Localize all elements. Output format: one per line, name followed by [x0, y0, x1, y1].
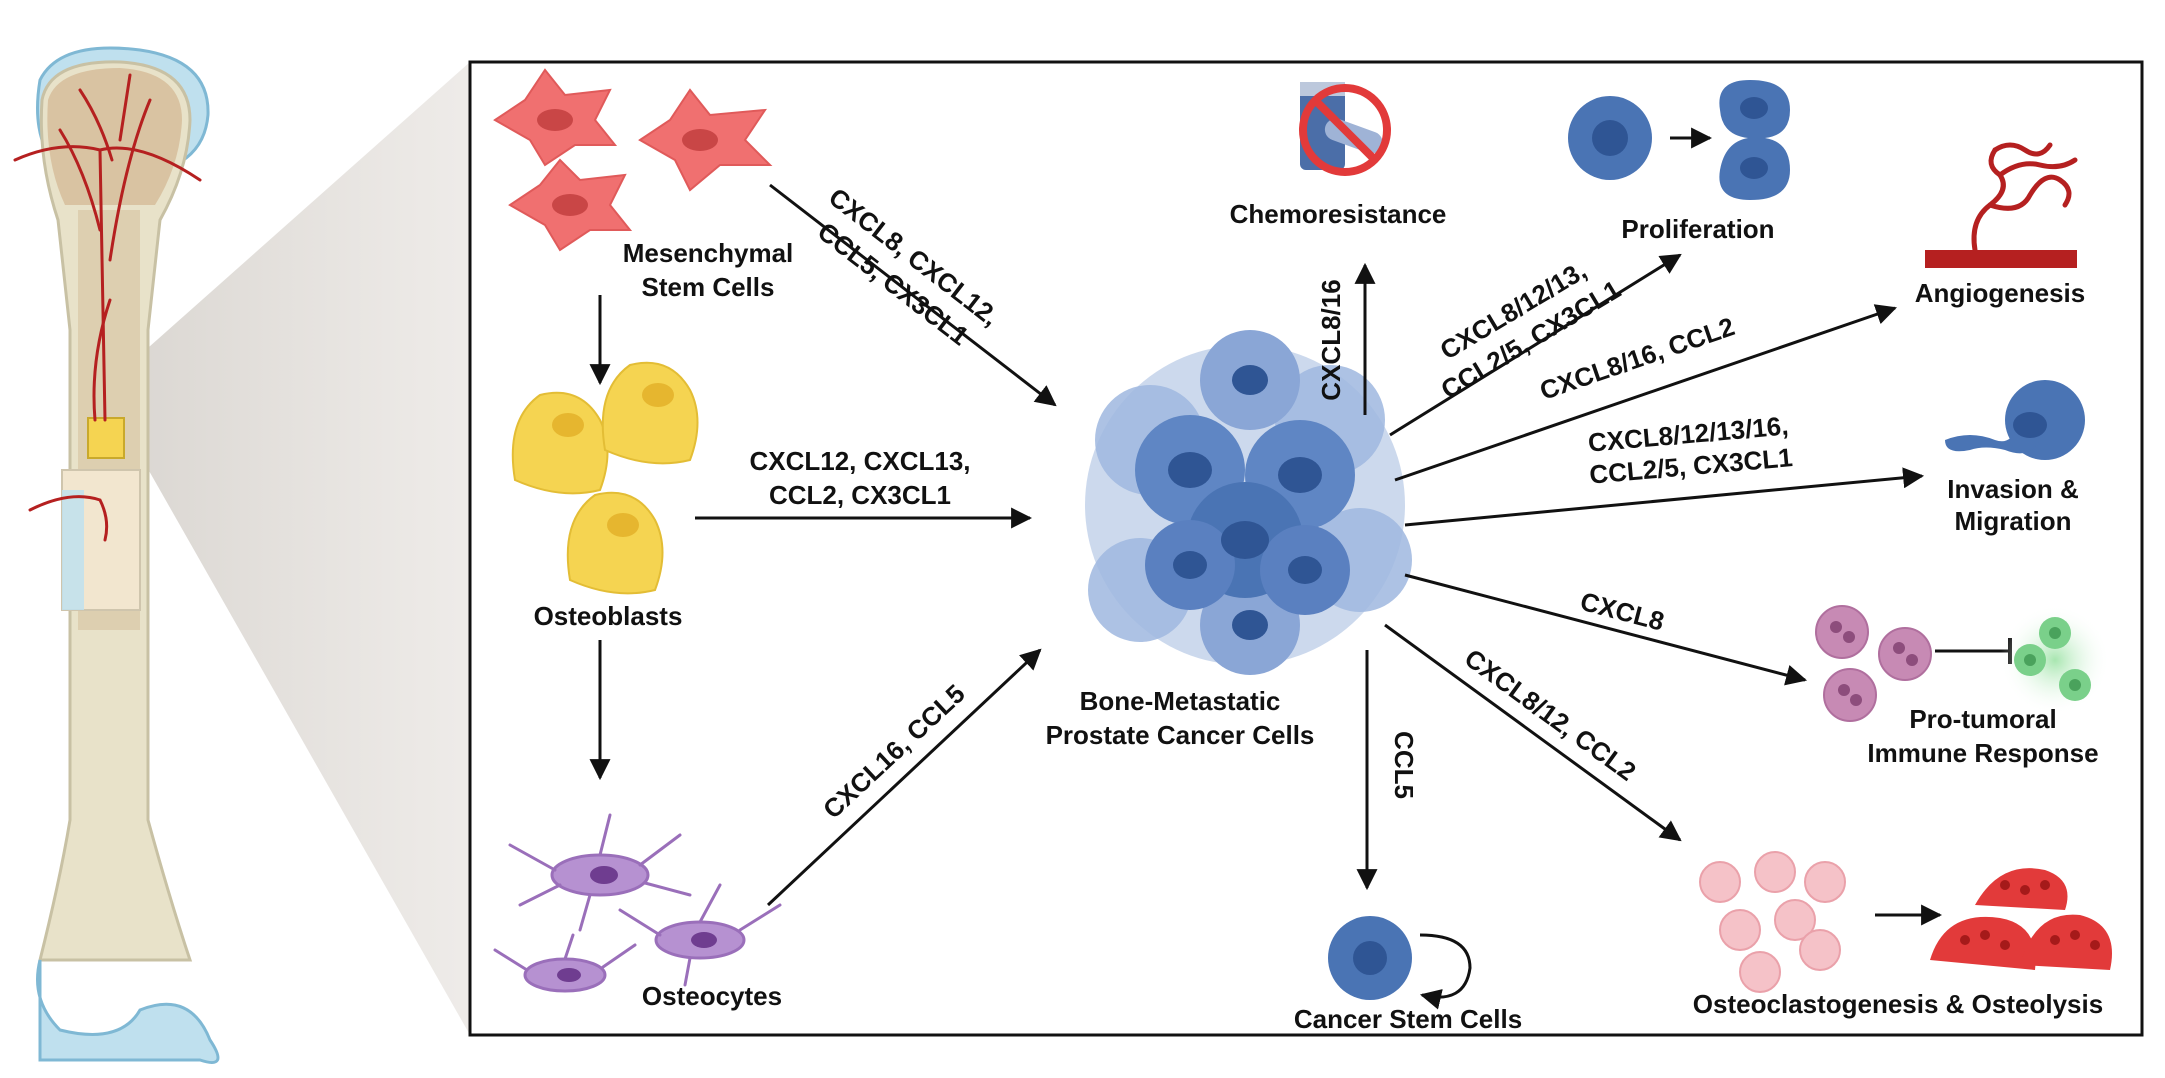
- arrow-msc-input: [769, 183, 1057, 407]
- center-label-1: Bone-Metastatic: [1080, 686, 1281, 716]
- arrow-angiogenesis: [1394, 304, 1897, 482]
- chemoresistance-label: Chemoresistance: [1230, 199, 1447, 229]
- stem-label: Cancer Stem Cells: [1294, 1004, 1522, 1034]
- arrow-osteocyte-input: [766, 648, 1042, 907]
- zoom-cone: [140, 62, 470, 1035]
- osteoblast-chemokines-2: CCL2, CX3CL1: [769, 480, 951, 510]
- osteocyte-chemokines: CXCL16, CCL5: [817, 678, 971, 824]
- osteoblast-cells: [511, 361, 699, 595]
- main-panel-border: [468, 60, 2144, 1037]
- msc-label: Mesenchymal: [623, 238, 794, 268]
- arrow-proliferation: [1389, 253, 1682, 437]
- osteoclast-label: Osteoclastogenesis & Osteolysis: [1693, 989, 2103, 1019]
- immune-label-2: Immune Response: [1867, 738, 2098, 768]
- osteocytes-label: Osteocytes: [642, 981, 782, 1011]
- invasion-label-2: Migration: [1955, 506, 2072, 536]
- invasion-icon: [1945, 380, 2085, 460]
- arrow-invasion: [1404, 467, 1925, 527]
- arrow-osteoclast: [1384, 623, 1682, 842]
- stem-chemokine: CCL5: [1389, 731, 1419, 799]
- osteoblast-chemokines-1: CXCL12, CXCL13,: [749, 446, 970, 476]
- msc-cells: [493, 68, 773, 252]
- osteoclast-chemokine: CXCL8/12, CCL2: [1459, 643, 1641, 787]
- angiogenesis-label: Angiogenesis: [1915, 278, 2085, 308]
- msc-label-2: Stem Cells: [642, 272, 775, 302]
- immune-label-1: Pro-tumoral: [1909, 704, 2056, 734]
- arrow-immune: [1404, 573, 1808, 686]
- chemoresistance-icon: [1299, 82, 1391, 176]
- cancer-stem-cell-icon: [1328, 916, 1472, 1010]
- osteocyte-cells: [493, 813, 782, 993]
- cancer-cell-cluster: [1085, 330, 1412, 675]
- osteoblasts-label: Osteoblasts: [534, 601, 683, 631]
- immune-icon: [1815, 605, 2110, 722]
- chemoresistance-chemokine: CXCL8/16: [1316, 279, 1346, 400]
- proliferation-label: Proliferation: [1621, 214, 1774, 244]
- angiogenesis-icon: [1925, 142, 2078, 268]
- femur-illustration: [13, 46, 470, 1064]
- osteoclast-icon: [1699, 851, 2112, 993]
- center-label-2: Prostate Cancer Cells: [1046, 720, 1315, 750]
- invasion-label-1: Invasion &: [1947, 474, 2078, 504]
- immune-chemokine: CXCL8: [1577, 586, 1667, 637]
- proliferation-icon: [1568, 80, 1790, 200]
